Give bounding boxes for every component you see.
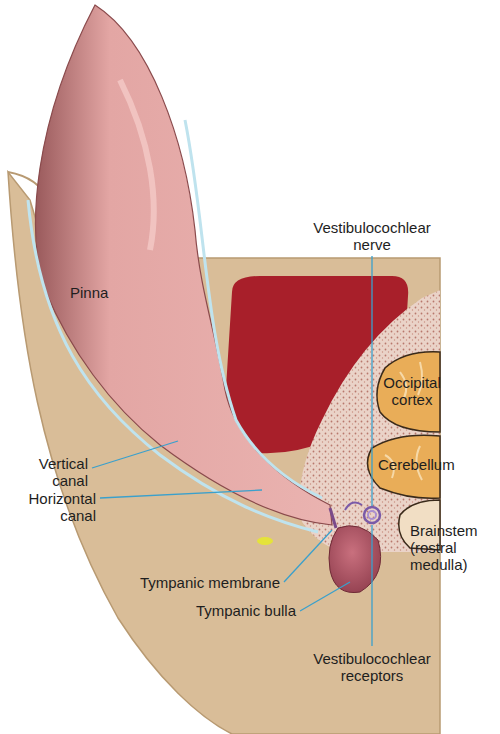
part-label: Tympanic membrane [134, 574, 280, 591]
part-label: Horizontal canal [14, 490, 96, 524]
part-label: Vestibulocochlear nerve [307, 219, 437, 253]
part-label: Brainstem (rostral medulla) [410, 522, 496, 573]
leader-lines [92, 256, 372, 646]
part-label: Tympanic bulla [186, 602, 296, 619]
part-label: Vertical canal [14, 455, 88, 489]
part-label: Pinna [70, 284, 130, 301]
part-label: Occipital cortex [376, 374, 448, 408]
part-label: Vestibulocochlear receptors [302, 650, 442, 684]
part-label: Cerebellum [378, 456, 468, 473]
